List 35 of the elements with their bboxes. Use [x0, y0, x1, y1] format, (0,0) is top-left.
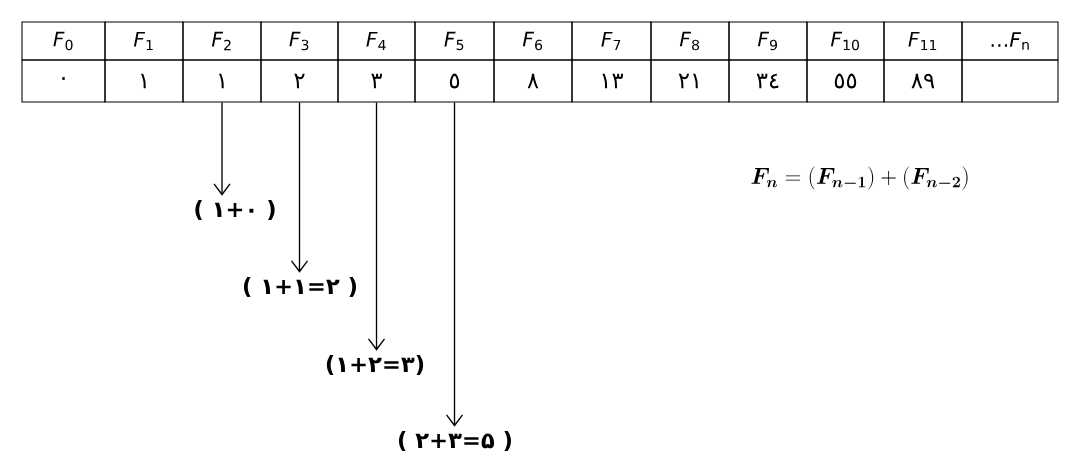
value-cell: ٥٥: [806, 59, 885, 103]
value-cell: ٢: [260, 59, 339, 103]
arrow: [290, 101, 309, 273]
header-cell: F$_{8}$: [650, 21, 730, 61]
empty-cell: [961, 59, 1059, 103]
value-cell: ٥: [414, 59, 495, 103]
value-cell: ٨٩: [883, 59, 963, 103]
value-cell: ١٣: [571, 59, 652, 103]
value-cell: ٣٤: [728, 59, 808, 103]
header-cell: F$_{11}$: [883, 21, 963, 61]
arrow: [367, 101, 386, 351]
value-cell: ٠: [21, 59, 106, 103]
sum-expression: (١+٢=٣): [326, 354, 424, 376]
header-cell: F$_{0}$: [21, 21, 106, 61]
header-cell: F$_{3}$: [260, 21, 339, 61]
header-cell: F$_{7}$: [571, 21, 652, 61]
header-cell: F$_{2}$: [182, 21, 262, 61]
header-cell: F$_{4}$: [337, 21, 416, 61]
header-cell: F$_{6}$: [493, 21, 573, 61]
header-cell: F$_{5}$: [414, 21, 495, 61]
value-cell: ١: [182, 59, 262, 103]
sum-expression: ( ١+١=٢ ): [243, 276, 356, 298]
formula: $\boldsymbol{F_{n}} = (\boldsymbol{F_{n-1}}) + (\boldsymbol{F_{n-2}})$: [751, 166, 968, 190]
header-cell: F$_{9}$: [728, 21, 808, 61]
sum-expression: ( ١+٠ ): [195, 199, 275, 221]
value-cell: ٣: [337, 59, 416, 103]
sum-expression: ( ٢+٣=۵ ): [398, 430, 511, 452]
arrow: [213, 101, 231, 196]
header-cell: F$_{10}$: [806, 21, 885, 61]
header-cell: F$_{1}$: [104, 21, 184, 61]
header-cell: …F$_{n}$: [961, 21, 1059, 61]
value-cell: ٨: [493, 59, 573, 103]
value-cell: ١: [104, 59, 184, 103]
arrow: [445, 101, 464, 427]
value-cell: ٢١: [650, 59, 730, 103]
